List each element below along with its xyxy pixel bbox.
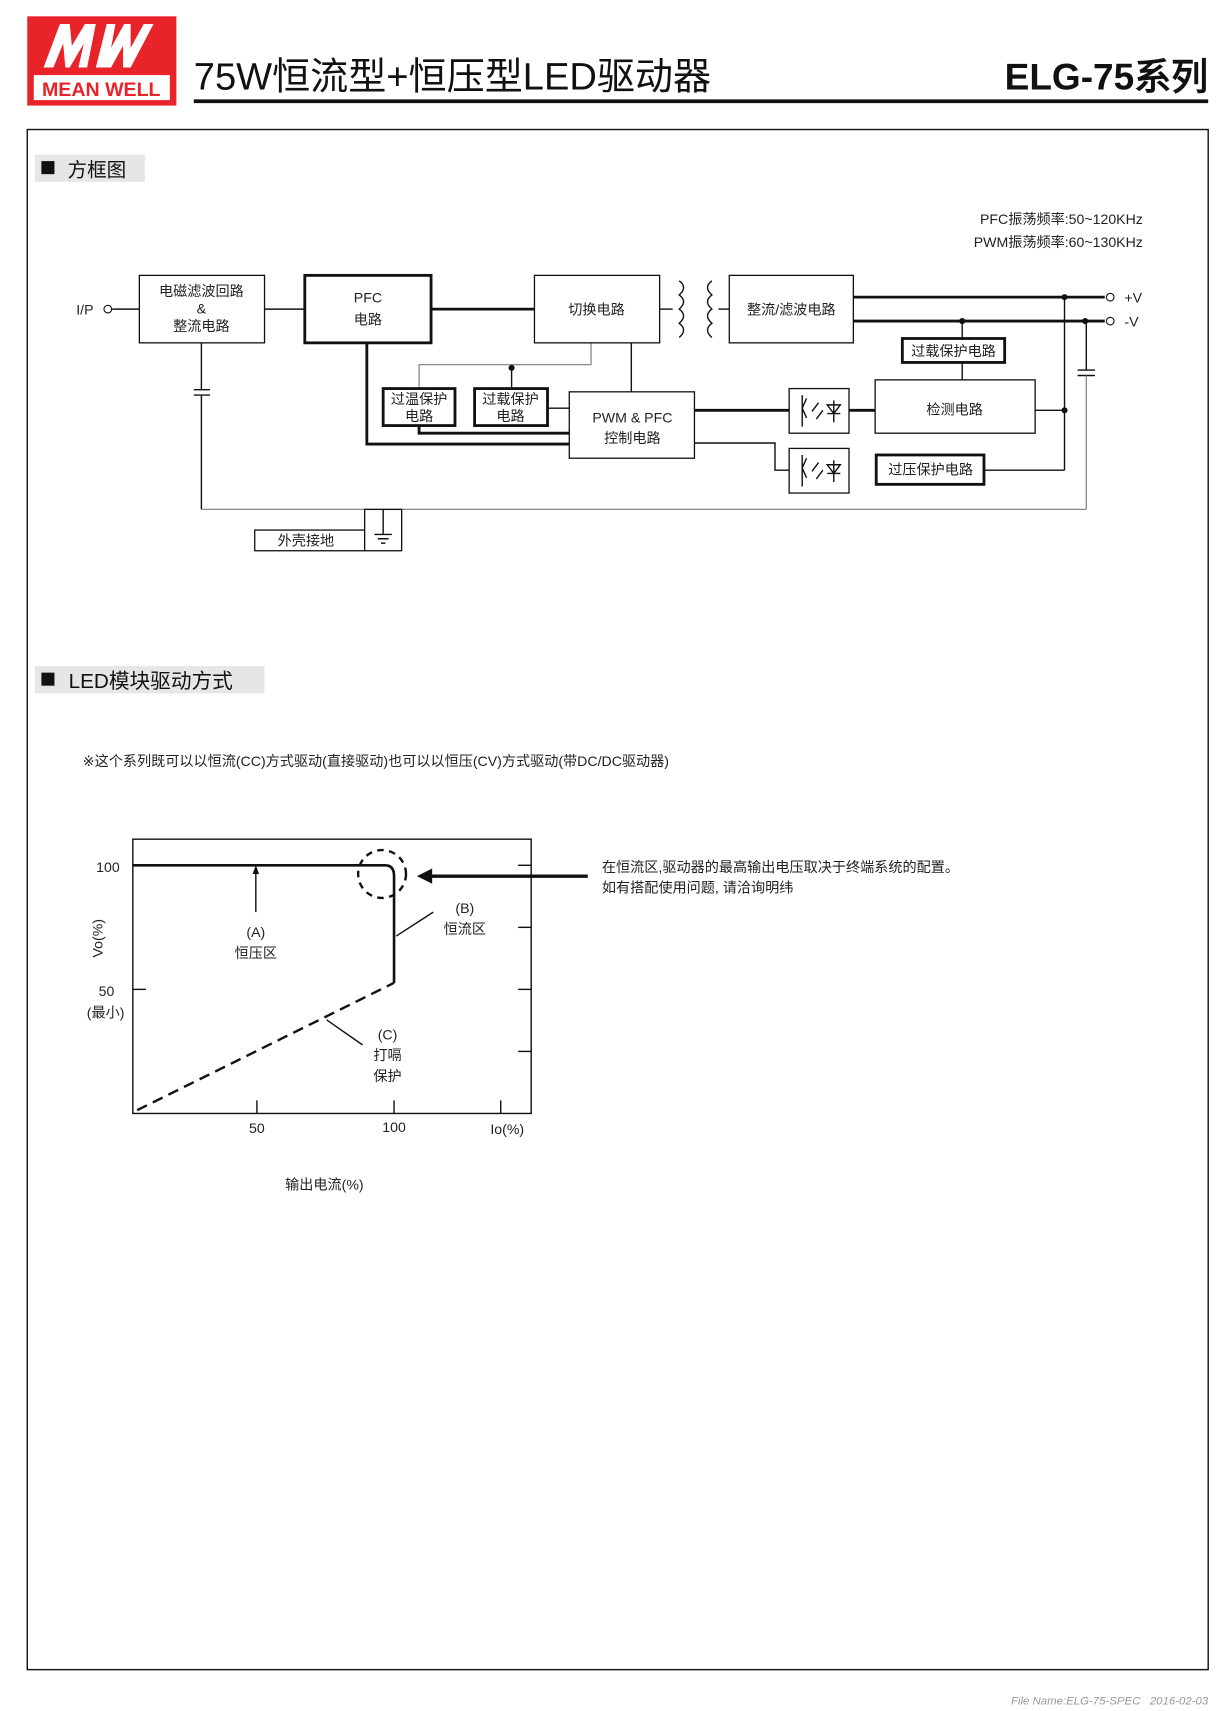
y-axis-label: Vo(%)	[89, 919, 105, 957]
page-title: 75W恒流型+恒压型LED驱动器	[194, 56, 711, 98]
svg-text:电路: 电路	[354, 311, 382, 327]
output-negative-label: -V	[1124, 314, 1139, 330]
ovp-block: 过压保护电路	[874, 453, 986, 486]
output-positive-label: +V	[1124, 290, 1142, 306]
chassis-ground-block: 外壳接地	[254, 508, 403, 552]
output-negative-terminal-icon	[1105, 316, 1115, 326]
x-axis-unit: Io(%)	[490, 1121, 524, 1137]
content-frame	[26, 128, 1209, 1671]
svg-text:整流电路: 整流电路	[173, 318, 230, 334]
cc-annotation: 在恒流区,驱动器的最高输出电压取决于终端系统的配置。	[602, 859, 959, 875]
square-bullet-icon	[41, 161, 55, 175]
olp-block: 过载保护 电路	[473, 387, 549, 427]
square-bullet-icon	[41, 672, 55, 686]
svg-text:过载保护电路: 过载保护电路	[911, 343, 996, 359]
section-header-block-diagram: 方框图	[34, 154, 145, 182]
x-axis-title: 输出电流(%)	[285, 1177, 363, 1193]
cc-annotation: 如有搭配使用问题, 请洽询明纬	[602, 880, 793, 896]
output-positive-terminal-icon	[1105, 292, 1115, 302]
logo-brand-text: MEAN WELL	[42, 79, 161, 101]
hiccup-curve	[136, 981, 395, 1112]
svg-text:整流/滤波电路: 整流/滤波电路	[747, 302, 836, 318]
region-c-label: (C)	[378, 1026, 398, 1042]
region-c-name: 打嗝	[373, 1047, 401, 1063]
svg-text:方框图: 方框图	[68, 159, 127, 181]
annotation-arrow-b	[395, 911, 434, 937]
cv-cc-curve	[132, 863, 396, 983]
svg-text:过载保护: 过载保护	[482, 391, 539, 407]
svg-text:检测电路: 检测电路	[926, 402, 983, 418]
rectifier-filter-block: 整流/滤波电路	[728, 274, 855, 344]
svg-text:电磁滤波回路: 电磁滤波回路	[159, 283, 244, 299]
optocoupler-icon	[788, 447, 850, 494]
switching-block: 切换电路	[533, 274, 661, 344]
emi-filter-block: 电磁滤波回路 & 整流电路	[138, 274, 266, 344]
y-tick-note: (最小)	[87, 1005, 125, 1021]
series-title: ELG-75系列	[1005, 56, 1209, 97]
annotation-arrow-c	[326, 1019, 363, 1046]
mean-well-logo: MEAN WELL	[27, 16, 177, 106]
pfc-block: PFC 电路	[303, 273, 433, 345]
ground-icon	[374, 509, 392, 544]
pwm-pfc-control-block: PWM & PFC 控制电路	[568, 391, 696, 459]
svg-text:电路: 电路	[496, 408, 524, 424]
svg-text:PFC: PFC	[354, 290, 382, 306]
block-diagram-wiring	[112, 280, 1105, 511]
region-c-name: 保护	[373, 1068, 401, 1084]
input-label: I/P	[76, 302, 93, 318]
svg-text:控制电路: 控制电路	[604, 430, 661, 446]
optocoupler-icon	[788, 387, 850, 434]
svg-text:&: &	[197, 300, 207, 316]
plot-frame	[132, 838, 532, 1115]
pwm-frequency: PWM振荡频率:60~130KHz	[974, 234, 1143, 250]
svg-text:外壳接地: 外壳接地	[278, 532, 335, 548]
y-tick-label: 50	[99, 983, 115, 999]
region-b-name: 恒流区	[444, 921, 486, 937]
region-a-label: (A)	[246, 924, 265, 940]
drive-mode-note: ※这个系列既可以以恒流(CC)方式驱动(直接驱动)也可以以恒压(CV)方式驱动(…	[83, 753, 669, 769]
x-tick-label: 100	[382, 1119, 406, 1135]
vi-curve-diagram	[132, 838, 588, 1115]
overload-protection-output-block: 过载保护电路	[900, 337, 1007, 364]
input-terminal-icon	[103, 304, 113, 314]
y-tick-label: 100	[96, 859, 120, 875]
svg-text:PWM & PFC: PWM & PFC	[592, 409, 672, 425]
svg-text:电路: 电路	[405, 408, 433, 424]
highlight-circle	[356, 848, 408, 900]
svg-text:过压保护电路: 过压保护电路	[888, 462, 973, 478]
region-b-label: (B)	[455, 900, 474, 916]
svg-text:过温保护: 过温保护	[391, 391, 448, 407]
pfc-frequency: PFC振荡频率:50~120KHz	[980, 211, 1143, 227]
region-a-name: 恒压区	[235, 945, 277, 961]
svg-text:切换电路: 切换电路	[568, 302, 625, 318]
section-header-led-drive: LED模块驱动方式	[34, 666, 265, 694]
detection-block: 检测电路	[874, 379, 1036, 434]
footer-file-name: File Name:ELG-75-SPEC 2016-02-03	[1011, 1695, 1209, 1707]
x-tick-label: 50	[249, 1120, 265, 1136]
svg-text:LED模块驱动方式: LED模块驱动方式	[69, 670, 233, 693]
otp-block: 过温保护 电路	[381, 387, 457, 427]
